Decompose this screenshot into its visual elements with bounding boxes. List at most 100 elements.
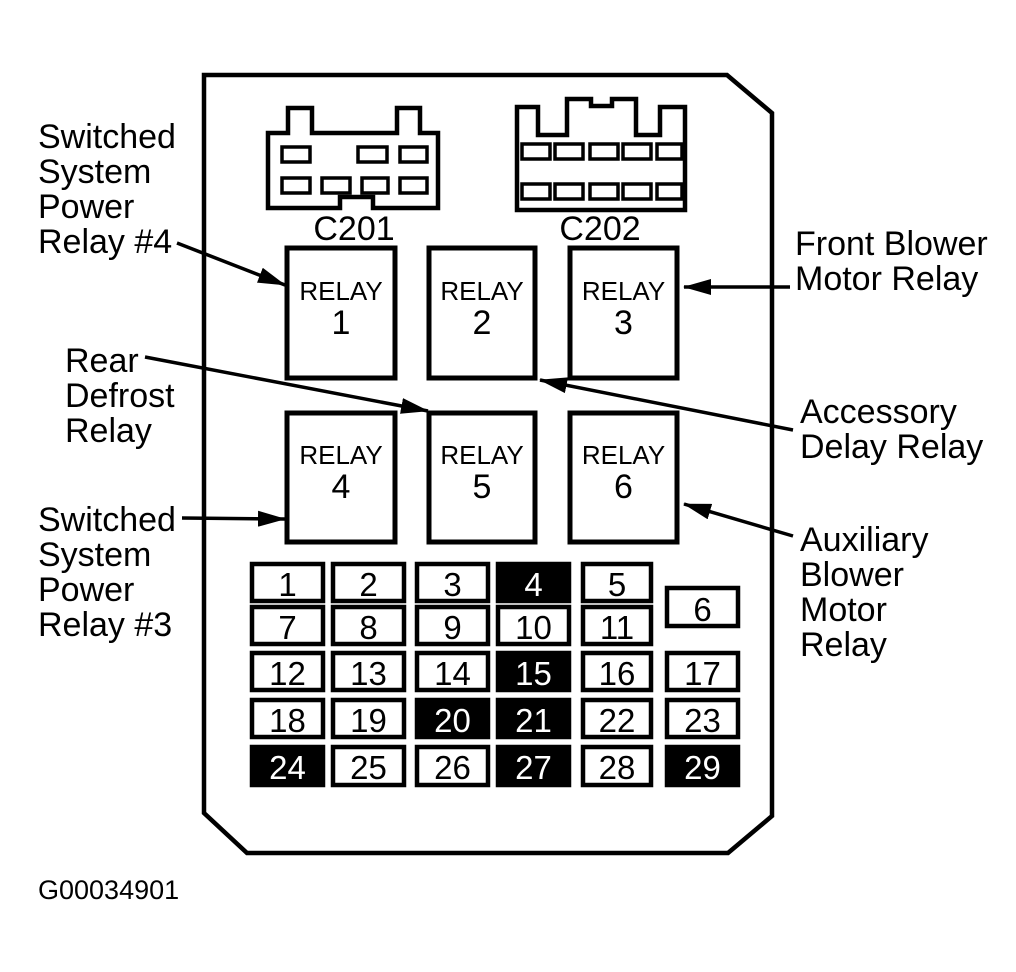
fuse-1: 1	[249, 561, 326, 604]
callout-line: Switched	[38, 501, 176, 539]
fuse-23: 23	[664, 697, 741, 740]
fuse-10: 10	[495, 604, 572, 647]
fuse-6: 6	[664, 585, 741, 629]
relay-4-number: 4	[332, 468, 351, 506]
relay-6-number: 6	[614, 468, 633, 506]
fuse-13: 13	[330, 650, 407, 693]
svg-text:25: 25	[350, 749, 387, 786]
svg-text:18: 18	[269, 702, 306, 739]
svg-text:27: 27	[515, 749, 552, 786]
relay-2-label: RELAY	[440, 276, 523, 306]
connector-c202: C202	[514, 96, 688, 248]
fuse-3: 3	[414, 561, 491, 604]
fuse-box-outline	[201, 72, 775, 856]
connector-pin	[520, 142, 552, 161]
relay-6: RELAY 6	[567, 410, 680, 545]
callout-auxiliary-blower-motor-relay: Auxiliary Blower Motor Relay	[683, 502, 928, 664]
fuse-24: 24	[249, 744, 326, 788]
callout-line: Auxiliary	[800, 521, 928, 559]
relay-2-number: 2	[473, 304, 492, 342]
relay-4-label: RELAY	[299, 440, 382, 470]
svg-text:4: 4	[524, 566, 542, 603]
connector-pin	[655, 182, 684, 201]
svg-text:12: 12	[269, 655, 306, 692]
fuse-21: 21	[495, 697, 572, 740]
svg-text:19: 19	[350, 702, 387, 739]
svg-text:29: 29	[684, 749, 721, 786]
fuse-12: 12	[249, 650, 326, 693]
svg-text:6: 6	[693, 591, 711, 628]
fuse-grid: 1 2 3 4 5 6 7 8 9 10 11 12 13 14 15 16 1…	[249, 561, 741, 788]
fuse-29: 29	[664, 744, 741, 788]
svg-text:16: 16	[599, 655, 636, 692]
svg-text:24: 24	[269, 749, 306, 786]
connector-pin	[280, 145, 312, 164]
fuse-14: 14	[414, 650, 491, 693]
callout-line: Motor	[800, 591, 887, 629]
relay-3-label: RELAY	[582, 276, 665, 306]
fuse-4: 4	[495, 561, 572, 604]
fuse-7: 7	[249, 604, 326, 647]
callout-line: Rear	[65, 342, 139, 380]
svg-text:5: 5	[608, 566, 626, 603]
svg-text:8: 8	[359, 609, 377, 646]
relay-1-number: 1	[332, 304, 351, 342]
relay-3-number: 3	[614, 304, 633, 342]
relay-4: RELAY 4	[284, 410, 398, 545]
relay-1-label: RELAY	[299, 276, 382, 306]
relay-5-number: 5	[473, 468, 492, 506]
callout-arrow	[181, 510, 286, 527]
callout-line: Motor Relay	[795, 260, 978, 298]
connector-pin	[553, 182, 585, 201]
callout-arrow	[176, 241, 286, 287]
fuse-9: 9	[414, 604, 491, 647]
svg-text:13: 13	[350, 655, 387, 692]
callout-arrow	[144, 355, 429, 414]
svg-text:14: 14	[434, 655, 471, 692]
svg-text:15: 15	[515, 655, 552, 692]
callout-rear-defrost-relay: Rear Defrost Relay	[65, 342, 429, 450]
svg-text:23: 23	[684, 702, 721, 739]
relay-2: RELAY 2	[426, 245, 538, 381]
fuse-11: 11	[580, 604, 654, 647]
connector-pin	[588, 142, 620, 161]
svg-text:7: 7	[278, 609, 296, 646]
fuse-27: 27	[495, 744, 572, 788]
svg-text:2: 2	[359, 566, 377, 603]
c202-label: C202	[559, 210, 640, 248]
callout-line: Blower	[800, 556, 904, 594]
fuse-5: 5	[580, 561, 654, 604]
callout-line: System	[38, 536, 151, 574]
callout-line: Delay Relay	[800, 428, 983, 466]
relay-3: RELAY 3	[567, 245, 680, 381]
figure-id: G00034901	[38, 875, 179, 905]
fuse-18: 18	[249, 697, 326, 740]
connector-pin	[553, 142, 585, 161]
callout-line: Relay	[800, 626, 887, 664]
callout-front-blower-motor-relay: Front Blower Motor Relay	[683, 225, 988, 298]
callout-accessory-delay-relay: Accessory Delay Relay	[539, 377, 983, 466]
connector-pin	[588, 182, 620, 201]
relay-6-label: RELAY	[582, 440, 665, 470]
fuse-15: 15	[495, 650, 572, 693]
relay-5-label: RELAY	[440, 440, 523, 470]
callout-switched-system-power-relay-3: Switched System Power Relay #3	[38, 501, 286, 644]
svg-text:26: 26	[434, 749, 471, 786]
callout-line: Relay #4	[38, 223, 172, 261]
svg-text:1: 1	[278, 566, 296, 603]
fuse-20: 20	[414, 697, 491, 740]
callout-line: Front Blower	[795, 225, 988, 263]
connector-pin	[655, 142, 684, 161]
connector-pin	[398, 176, 429, 195]
svg-text:3: 3	[443, 566, 461, 603]
connector-pin	[320, 176, 352, 195]
svg-text:28: 28	[599, 749, 636, 786]
callout-arrow	[539, 377, 794, 432]
connector-pin	[398, 145, 429, 164]
callout-line: Accessory	[800, 393, 957, 431]
fuse-22: 22	[580, 697, 654, 740]
connector-pin	[621, 142, 653, 161]
fuse-26: 26	[414, 744, 491, 788]
